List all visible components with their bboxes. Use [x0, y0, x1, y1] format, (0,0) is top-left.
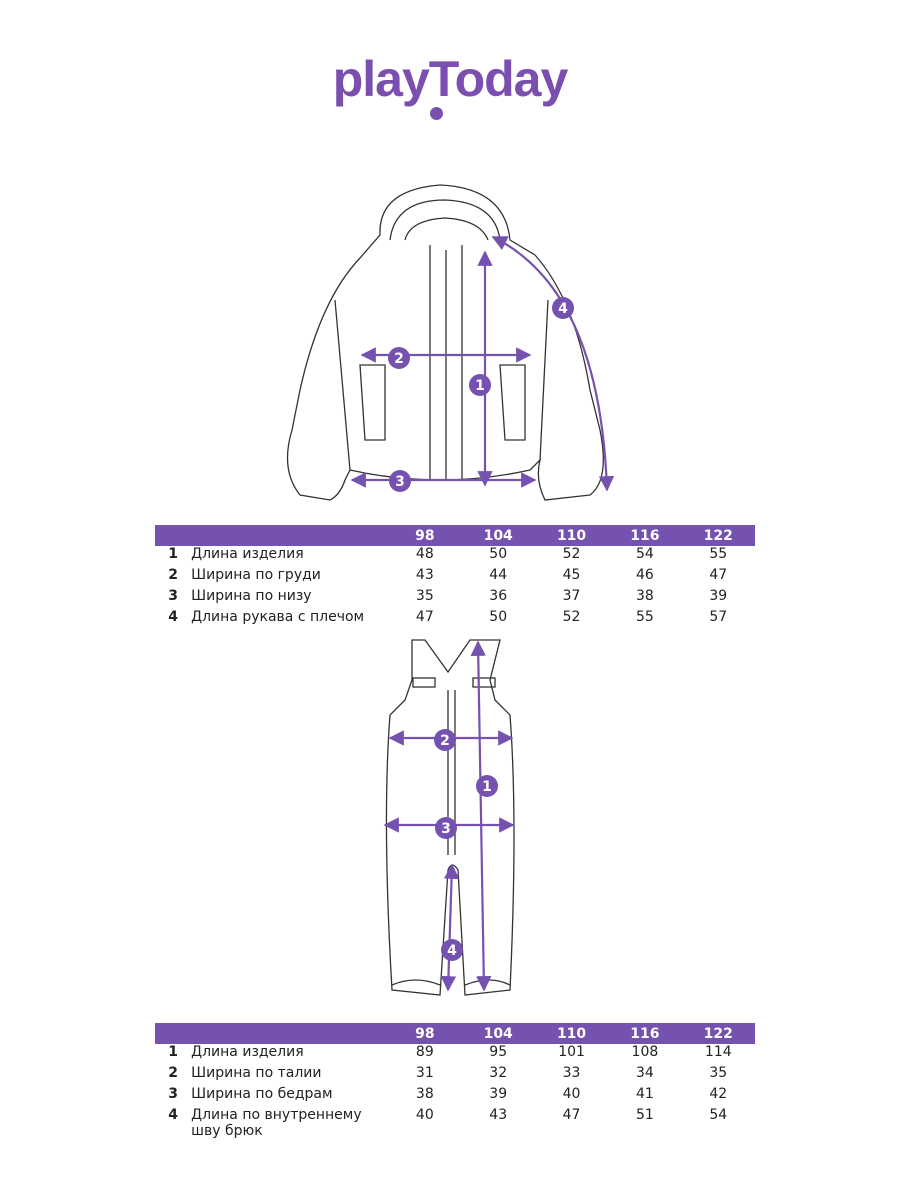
- measurement-label: Длина по внутреннему шву брюк: [191, 1107, 362, 1139]
- measurement-label: Ширина по низу: [191, 588, 312, 604]
- table-row: 1 Длина изделия 89 95 101 108 114: [155, 1044, 755, 1065]
- measurement-value: 40: [415, 1107, 434, 1123]
- jacket-diagram: 1 2 3 4: [286, 184, 615, 501]
- measurement-value: 44: [489, 567, 508, 583]
- measurement-value: 55: [636, 609, 654, 625]
- measurement-value: 39: [709, 588, 728, 604]
- overalls-diagram: 1 2 3 4: [383, 639, 515, 996]
- jacket-marker-4: 4: [558, 301, 568, 317]
- measurement-value: 33: [562, 1065, 581, 1081]
- measurement-value: 54: [636, 546, 654, 562]
- measurement-value: 37: [562, 588, 581, 604]
- measurement-value: 36: [489, 588, 508, 604]
- measurement-value: 101: [558, 1044, 585, 1060]
- measurement-value: 43: [489, 1107, 508, 1123]
- row-number: 3: [168, 588, 178, 604]
- measurement-value: 31: [415, 1065, 434, 1081]
- measurement-value: 54: [709, 1107, 728, 1123]
- measurement-value: 35: [709, 1065, 728, 1081]
- table-row: 3 Ширина по низу 35 36 37 38 39: [155, 588, 755, 609]
- table-row: 4 Длина рукава с плечом 47 50 52 55 57: [155, 609, 755, 630]
- jacket-outline: [286, 184, 604, 501]
- measurement-label: Ширина по груди: [191, 567, 321, 583]
- measurement-value: 50: [489, 609, 508, 625]
- measurement-value: 108: [631, 1044, 659, 1060]
- jacket-marker-2: 2: [394, 351, 404, 367]
- measurement-value: 41: [636, 1086, 654, 1102]
- row-number: 4: [168, 1107, 178, 1123]
- measurement-value: 50: [489, 546, 508, 562]
- measurement-value: 55: [709, 546, 728, 562]
- overalls-marker-4: 4: [447, 943, 457, 959]
- measurement-value: 46: [636, 567, 654, 583]
- measurement-value: 57: [709, 609, 728, 625]
- measurement-value: 32: [489, 1065, 508, 1081]
- measurement-value: 114: [704, 1044, 732, 1060]
- measurement-value: 43: [415, 567, 434, 583]
- table-row: 1 Длина изделия 48 50 52 54 55: [155, 546, 755, 567]
- logo-dot: [430, 107, 443, 120]
- row-number: 2: [168, 1065, 178, 1081]
- table-row: 4 Длина по внутреннему шву брюк 40 43 47 51 54: [155, 1107, 755, 1139]
- table-row: 3 Ширина по бедрам 38 39 40 41 42: [155, 1086, 755, 1107]
- measurement-label: Ширина по бедрам: [191, 1086, 333, 1102]
- measurement-value: 47: [415, 609, 434, 625]
- table-row: 2 Ширина по груди 43 44 45 46 47: [155, 567, 755, 588]
- measurement-label: Длина изделия: [191, 1044, 304, 1060]
- measurement-value: 35: [415, 588, 434, 604]
- measurement-value: 34: [636, 1065, 654, 1081]
- measurement-value: 38: [415, 1086, 434, 1102]
- measurement-value: 47: [709, 567, 728, 583]
- measurement-value: 51: [636, 1107, 654, 1123]
- measurement-value: 89: [415, 1044, 434, 1060]
- measurement-value: 40: [562, 1086, 581, 1102]
- measurement-value: 47: [562, 1107, 581, 1123]
- measurement-value: 48: [415, 546, 434, 562]
- table-row: 2 Ширина по талии 31 32 33 34 35: [155, 1065, 755, 1086]
- overalls-marker-1: 1: [482, 779, 492, 795]
- measurement-value: 39: [489, 1086, 508, 1102]
- jacket-marker-3: 3: [395, 474, 405, 490]
- row-number: 1: [168, 1044, 178, 1060]
- measurement-value: 52: [562, 609, 581, 625]
- overalls-marker-2: 2: [440, 733, 450, 749]
- row-number: 4: [168, 609, 178, 625]
- row-number: 1: [168, 546, 178, 562]
- measurement-value: 38: [636, 588, 654, 604]
- brand-logo: playToday: [332, 51, 569, 107]
- measurement-value: 42: [709, 1086, 728, 1102]
- measurement-value: 95: [489, 1044, 508, 1060]
- row-number: 2: [168, 567, 178, 583]
- measurement-label: Ширина по талии: [191, 1065, 322, 1081]
- measurement-value: 52: [562, 546, 581, 562]
- measurement-label: Длина рукава с плечом: [191, 609, 365, 625]
- jacket-marker-1: 1: [475, 378, 485, 394]
- measurement-label: Длина изделия: [191, 546, 304, 562]
- measurement-value: 45: [562, 567, 581, 583]
- overalls-marker-3: 3: [441, 821, 451, 837]
- row-number: 3: [168, 1086, 178, 1102]
